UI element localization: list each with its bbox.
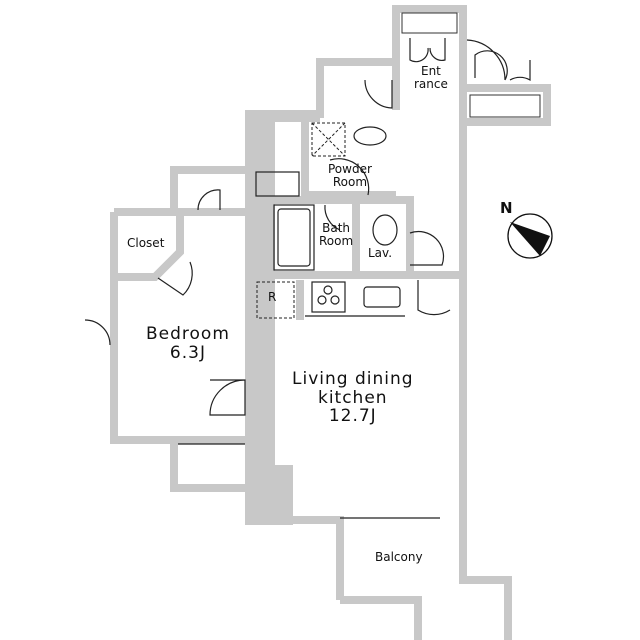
fridge-label: R — [268, 290, 277, 304]
washer-space — [311, 122, 346, 157]
fridge-space — [256, 281, 295, 319]
lavatory-label: Lav. — [368, 246, 393, 260]
stove — [311, 281, 346, 313]
balcony-label: Balcony — [375, 550, 423, 564]
kitchen-sink — [363, 286, 401, 308]
entrance-porch-box — [469, 94, 541, 118]
shoe-cabinet — [401, 12, 458, 34]
compass-icon — [507, 213, 553, 259]
toilet — [372, 214, 398, 246]
bathtub — [273, 204, 315, 271]
walls — [110, 5, 551, 640]
compass-north-label: N — [500, 199, 513, 217]
powder-sink — [353, 126, 387, 146]
closet-label: Closet — [127, 236, 165, 250]
cabinet — [255, 171, 300, 197]
doors[interactable] — [84, 38, 531, 416]
